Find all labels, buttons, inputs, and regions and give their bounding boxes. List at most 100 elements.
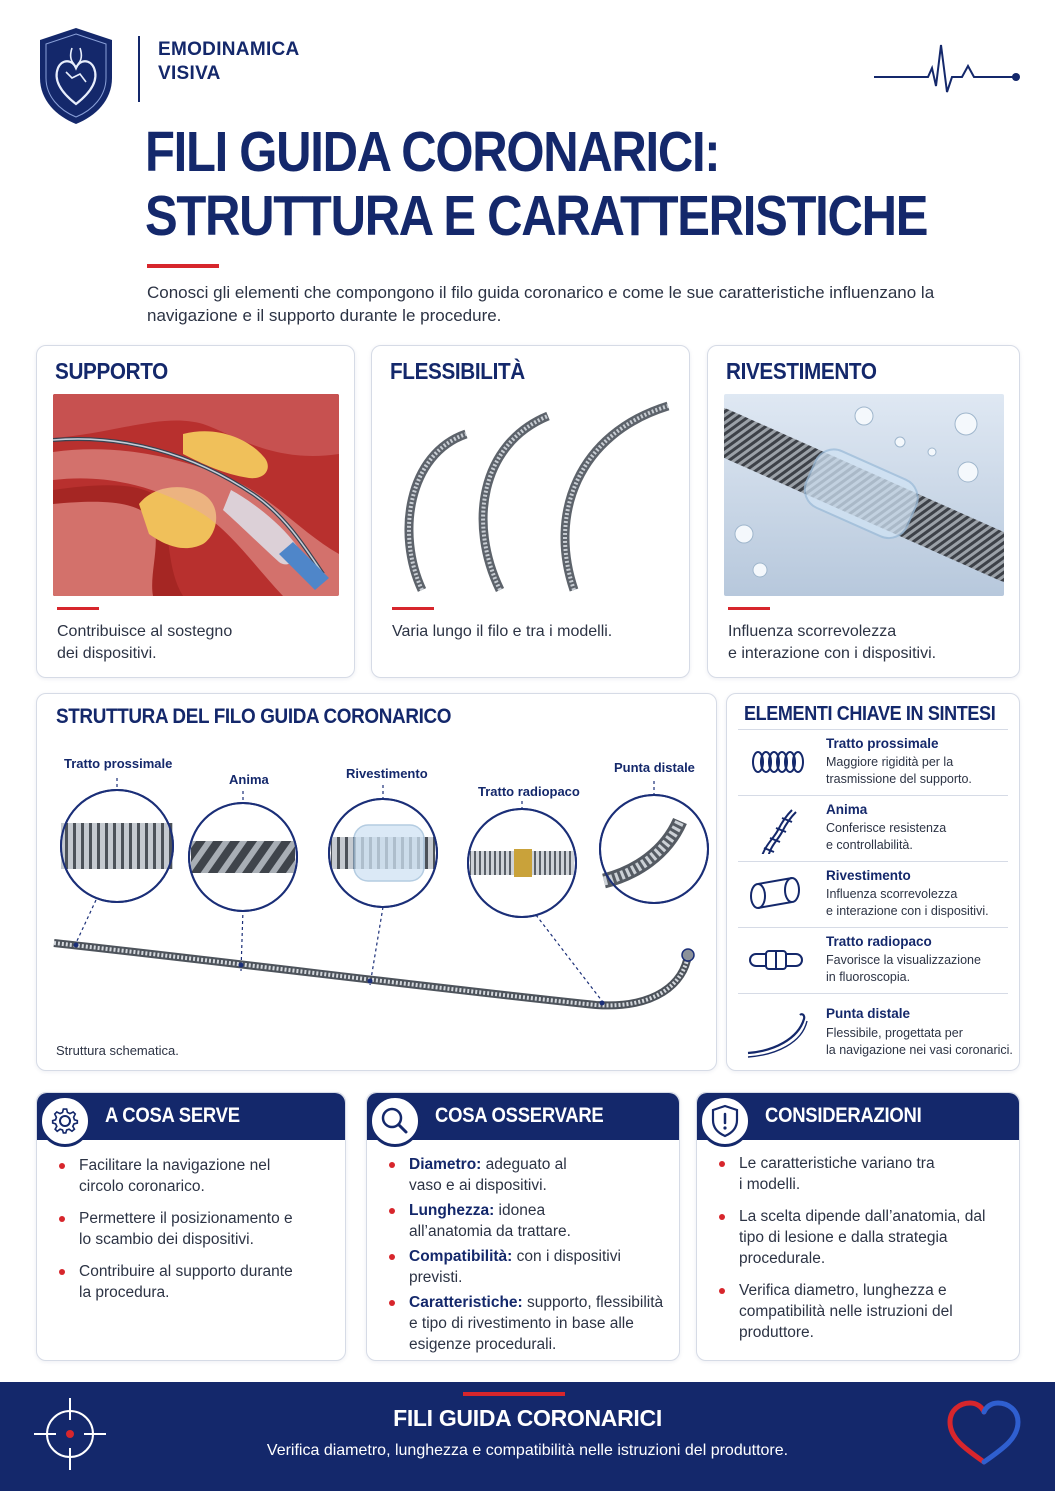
flexible-wires-image (404, 401, 670, 592)
info-card-cosa-osservare: COSA OSSERVARE Diametro: adeguato al vas… (366, 1092, 680, 1361)
red-dash (57, 607, 99, 610)
label-punta-distale: Punta distale (614, 760, 695, 775)
coil-icon (752, 751, 804, 773)
bullet-text: con i dispositivi previsti. (409, 1248, 621, 1286)
red-dash (728, 607, 770, 610)
key-item-anima: Anima Conferisce resistenza e controllabi… (738, 796, 1008, 862)
key-item-desc-line1: Flessibile, progettata per (826, 1026, 963, 1040)
key-item-name: Anima (826, 802, 868, 817)
key-item-name: Tratto prossimale (826, 736, 939, 751)
page-title-line2: STRUTTURA E CARATTERISTICHE (145, 184, 928, 248)
search-icon (381, 1107, 408, 1134)
key-item-desc-line1: Influenza scorrevolezza (826, 887, 958, 901)
shield-icon (711, 1104, 739, 1138)
brand-name-line2: VISIVA (158, 63, 221, 84)
bullet-item: Verifica diametro, lunghezza e compatibi… (717, 1280, 967, 1343)
card-title: FLESSIBILITÀ (390, 358, 525, 384)
key-elements-title-rule (738, 729, 1008, 730)
structure-title: STRUTTURA DEL FILO GUIDA CORONARICO (56, 705, 452, 728)
footer-subtitle: Verifica diametro, lunghezza e compatibi… (266, 1442, 789, 1459)
heart-shield-logo (40, 28, 112, 124)
bullet-item: La scelta dipende dall’anatomia, dal tip… (717, 1206, 987, 1269)
card-title: RIVESTIMENTO (726, 358, 877, 384)
card-flessibilita: FLESSIBILITÀ Varia lungo il filo e tra i… (371, 345, 690, 678)
bullet-text: Permettere il posizionamento e lo scambi… (79, 1210, 293, 1248)
bullet-text: Facilitare la navigazione nel circolo co… (79, 1157, 271, 1195)
card-description: Varia lungo il filo e tra i modelli. (392, 621, 612, 643)
page-title: FILI GUIDA CORONARICI: STRUTTURA E CARAT… (145, 120, 1014, 248)
label-tratto-radiopaco: Tratto radiopaco (478, 784, 580, 799)
intro-text: Conosci gli elementi che compongono il f… (147, 283, 935, 325)
key-item-desc-line1: Conferisce resistenza (826, 821, 947, 835)
info-card-bullets: Facilitare la navigazione nel circolo co… (57, 1155, 331, 1314)
marker-icon (749, 950, 803, 970)
bullet-item: Compatibilità: con i dispositivi previst… (387, 1246, 677, 1288)
key-item-desc: Flessibile, progettata per la navigazione… (826, 1025, 1026, 1059)
footer-bar (0, 1382, 1055, 1491)
gear-icon (51, 1108, 79, 1134)
structure-caption: Struttura schematica. (56, 1043, 179, 1058)
bullet-text: La scelta dipende dall’anatomia, dal tip… (739, 1208, 986, 1267)
heart-icon (947, 1400, 1021, 1465)
card-title: SUPPORTO (55, 358, 168, 384)
key-item-name: Rivestimento (826, 868, 911, 883)
key-item-desc-line2: in fluoroscopia. (826, 970, 911, 984)
key-item-name: Tratto radiopaco (826, 934, 932, 949)
label-anima: Anima (229, 772, 269, 787)
crosshair-icon (34, 1398, 106, 1470)
card-description: Contribuisce al sostegno dei dispositivi… (57, 621, 232, 665)
brand-name-line1: EMODINAMICA (158, 39, 300, 60)
tube-icon (750, 877, 800, 909)
bullet-text: Verifica diametro, lunghezza e compatibi… (739, 1282, 953, 1341)
page-title-line1: FILI GUIDA CORONARICI: (145, 120, 721, 184)
curved-tip-icon (747, 1013, 808, 1058)
footer-title: FILI GUIDA CORONARICI (393, 1405, 662, 1431)
key-item-tratto-radiopaco: Tratto radiopaco Favorisce la visualizza… (738, 928, 1008, 994)
coated-wire-image (724, 394, 1004, 596)
info-card-considerazioni: CONSIDERAZIONI Le caratteristiche varian… (696, 1092, 1020, 1361)
card-description-line1: Varia lungo il filo e tra i modelli. (392, 623, 613, 640)
key-item-punta-distale: Punta distale Flessibile, progettata per… (738, 996, 1013, 1062)
card-description-line1: Influenza scorrevolezza (728, 623, 897, 640)
key-item-desc-line2: la navigazione nei vasi coronarici. (826, 1043, 1013, 1057)
bullet-item: Caratteristiche: supporto, flessibilità … (387, 1292, 667, 1355)
bullet-bold: Diametro: (409, 1156, 482, 1173)
shield-icon-badge (699, 1095, 751, 1147)
key-item-desc-line1: Maggiore rigidità per la (826, 755, 954, 769)
card-description-line2: e interazione con i dispositivi. (728, 645, 937, 662)
info-card-bullets: Diametro: adeguato al vaso e ai disposit… (387, 1154, 665, 1359)
twisted-core-icon (761, 809, 797, 854)
key-item-desc-line2: e controllabilità. (826, 838, 913, 852)
bullet-bold: Caratteristiche: (409, 1294, 523, 1311)
bullet-item: Facilitare la navigazione nel circolo co… (57, 1155, 287, 1197)
label-rivestimento: Rivestimento (346, 766, 428, 781)
key-elements-title: ELEMENTI CHIAVE IN SINTESI (744, 703, 996, 725)
bullet-bold: Compatibilità: (409, 1248, 513, 1265)
artery-stenosis-image (53, 394, 339, 596)
bullet-text: idonea all’anatomia da trattare. (409, 1202, 571, 1240)
bullet-text: Le caratteristiche variano tra i modelli… (739, 1155, 935, 1193)
bullet-text: adeguato al vaso e ai dispositivi. (409, 1156, 567, 1194)
red-dash (392, 607, 434, 610)
key-item-tratto-prossimale: Tratto prossimale Maggiore rigidità per … (738, 730, 1008, 796)
title-underline (147, 264, 219, 268)
card-description-line2: dei dispositivi. (57, 645, 157, 662)
brand-name: EMODINAMICA VISIVA (158, 38, 300, 86)
ecg-line-icon (874, 44, 1020, 93)
bullet-item: Le caratteristiche variano tra i modelli… (717, 1153, 937, 1195)
card-description: Influenza scorrevolezza e interazione co… (728, 621, 936, 665)
bullet-text: supporto, flessibilità e tipo di rivesti… (409, 1294, 664, 1353)
card-rivestimento: RIVESTIMENTO Influenza scorrevolezza e i… (707, 345, 1020, 678)
search-icon-badge (369, 1095, 421, 1147)
info-card-bullets: Le caratteristiche variano tra i modelli… (717, 1153, 1005, 1354)
bullet-item: Permettere il posizionamento e lo scambi… (57, 1208, 297, 1250)
info-card-title: COSA OSSERVARE (435, 1104, 604, 1127)
info-card-title: CONSIDERAZIONI (765, 1104, 922, 1127)
card-supporto: SUPPORTO Contribuisce al sostegno dei di… (36, 345, 355, 678)
bullet-item: Diametro: adeguato al vaso e ai disposit… (387, 1154, 601, 1196)
card-description-line1: Contribuisce al sostegno (57, 623, 233, 640)
bullet-text: Contribuire al supporto durante la proce… (79, 1263, 293, 1301)
